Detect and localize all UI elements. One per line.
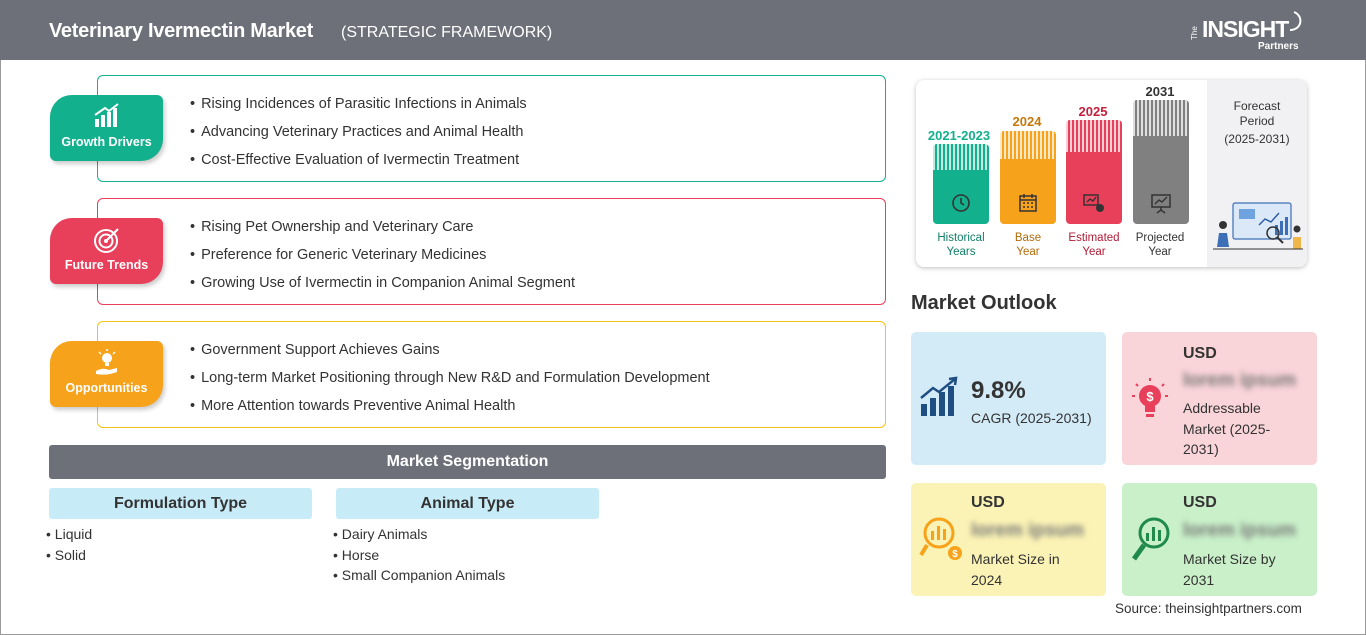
list-item: Long-term Market Positioning through New… bbox=[190, 370, 710, 398]
list-item: Solid bbox=[46, 547, 92, 568]
header-bar: Veterinary Ivermectin Market (STRATEGIC … bbox=[0, 0, 1366, 60]
opportunities-badge: Opportunities bbox=[50, 341, 163, 407]
forecast-label: Forecast bbox=[1233, 99, 1281, 113]
list-item: Growing Use of Ivermectin in Companion A… bbox=[190, 275, 575, 303]
svg-text:$: $ bbox=[952, 549, 958, 560]
addressable-value-blurred: lorem ipsum bbox=[1183, 370, 1296, 391]
future-trends-badge: Future Trends bbox=[50, 218, 163, 284]
list-item: Advancing Veterinary Practices and Anima… bbox=[190, 124, 527, 152]
presentation-icon bbox=[1151, 194, 1171, 214]
addressable-market-card: $ USD lorem ipsum Addressable Market (20… bbox=[1122, 332, 1317, 465]
list-item: Liquid bbox=[46, 526, 92, 547]
future-trends-list: Rising Pet Ownership and Veterinary Care… bbox=[190, 219, 575, 303]
estimated-year-bar bbox=[1066, 120, 1122, 224]
badge-label: Future Trends bbox=[64, 258, 149, 272]
opportunities-box: Government Support Achieves Gains Long-t… bbox=[97, 321, 886, 428]
market-size-2024-card: $ USD lorem ipsum Market Size in 2024 bbox=[911, 483, 1106, 596]
badge-label: Opportunities bbox=[65, 381, 148, 395]
market-size-2031-value-blurred: lorem ipsum bbox=[1183, 520, 1296, 541]
svg-text:$: $ bbox=[1146, 389, 1154, 404]
list-item: Rising Incidences of Parasitic Infection… bbox=[190, 96, 527, 124]
historical-bar bbox=[933, 144, 989, 224]
projected-year-bar bbox=[1133, 100, 1189, 224]
list-item: More Attention towards Preventive Animal… bbox=[190, 398, 710, 426]
cagr-card: 9.8% CAGR (2025-2031) bbox=[911, 332, 1106, 465]
page-title: Veterinary Ivermectin Market bbox=[49, 20, 313, 42]
growth-drivers-box: Rising Incidences of Parasitic Infection… bbox=[97, 75, 886, 182]
lightbulb-dollar-icon: $ bbox=[1132, 378, 1168, 417]
usd-label: USD bbox=[971, 494, 1005, 511]
future-trends-box: Rising Pet Ownership and Veterinary Care… bbox=[97, 198, 886, 305]
list-item: Cost-Effective Evaluation of Ivermectin … bbox=[190, 152, 527, 180]
forecast-range: (2025-2031) bbox=[1224, 132, 1290, 146]
magnifier-coins-icon: $ bbox=[919, 517, 962, 560]
insight-partners-logo[interactable]: The INSIGHT Partners bbox=[1190, 10, 1310, 54]
estimate-icon bbox=[1083, 194, 1104, 212]
period-year: 2021-2023 bbox=[927, 128, 991, 143]
market-size-2031-label: Market Size by 2031 bbox=[1183, 551, 1276, 588]
period-year: 2025 bbox=[1078, 104, 1108, 119]
list-item: Preference for Generic Veterinary Medici… bbox=[190, 247, 575, 275]
cagr-value: 9.8% bbox=[971, 377, 1026, 404]
opportunities-list: Government Support Achieves Gains Long-t… bbox=[190, 342, 710, 426]
market-outlook-title: Market Outlook bbox=[911, 292, 1057, 314]
period-year: 2031 bbox=[1145, 84, 1175, 99]
segmentation-title: Market Segmentation bbox=[49, 445, 886, 479]
list-item: Small Companion Animals bbox=[333, 567, 505, 588]
badge-label: Growth Drivers bbox=[61, 135, 152, 149]
page-subtitle: (STRATEGIC FRAMEWORK) bbox=[341, 24, 553, 41]
usd-label: USD bbox=[1183, 345, 1217, 362]
growth-drivers-list: Rising Incidences of Parasitic Infection… bbox=[190, 96, 527, 180]
addressable-label: Addressable Market (2025- 2031) bbox=[1183, 400, 1271, 457]
magnifier-chart-icon bbox=[1131, 517, 1170, 561]
market-size-2031-card: USD lorem ipsum Market Size by 2031 bbox=[1122, 483, 1317, 596]
growth-drivers-badge: Growth Drivers bbox=[50, 95, 163, 161]
animal-type-header: Animal Type bbox=[336, 488, 599, 519]
history-icon bbox=[952, 194, 970, 212]
usd-label: USD bbox=[1183, 494, 1217, 511]
period-year: 2024 bbox=[1012, 114, 1042, 129]
growth-chart-icon bbox=[920, 376, 958, 416]
analytics-illustration-icon bbox=[1213, 202, 1303, 250]
list-item: Rising Pet Ownership and Veterinary Care bbox=[190, 219, 575, 247]
target-icon bbox=[94, 228, 119, 253]
forecast-label: Period bbox=[1239, 114, 1275, 128]
market-size-2024-label: Market Size in 2024 bbox=[971, 551, 1060, 588]
logo-arc-icon bbox=[1289, 11, 1302, 31]
growth-chart-icon bbox=[94, 103, 119, 127]
base-year-bar bbox=[1000, 131, 1056, 224]
source-link[interactable]: Source: theinsightpartners.com bbox=[1115, 601, 1302, 616]
animal-type-list: Dairy Animals Horse Small Companion Anim… bbox=[333, 526, 505, 588]
formulation-type-list: Liquid Solid bbox=[46, 526, 92, 567]
list-item: Dairy Animals bbox=[333, 526, 505, 547]
calendar-icon bbox=[1019, 194, 1037, 212]
cagr-label: CAGR (2025-2031) bbox=[971, 410, 1092, 426]
formulation-type-header: Formulation Type bbox=[49, 488, 312, 519]
list-item: Horse bbox=[333, 547, 505, 568]
market-size-2024-value-blurred: lorem ipsum bbox=[971, 520, 1084, 541]
list-item: Government Support Achieves Gains bbox=[190, 342, 710, 370]
lightbulb-hand-icon bbox=[96, 349, 117, 375]
